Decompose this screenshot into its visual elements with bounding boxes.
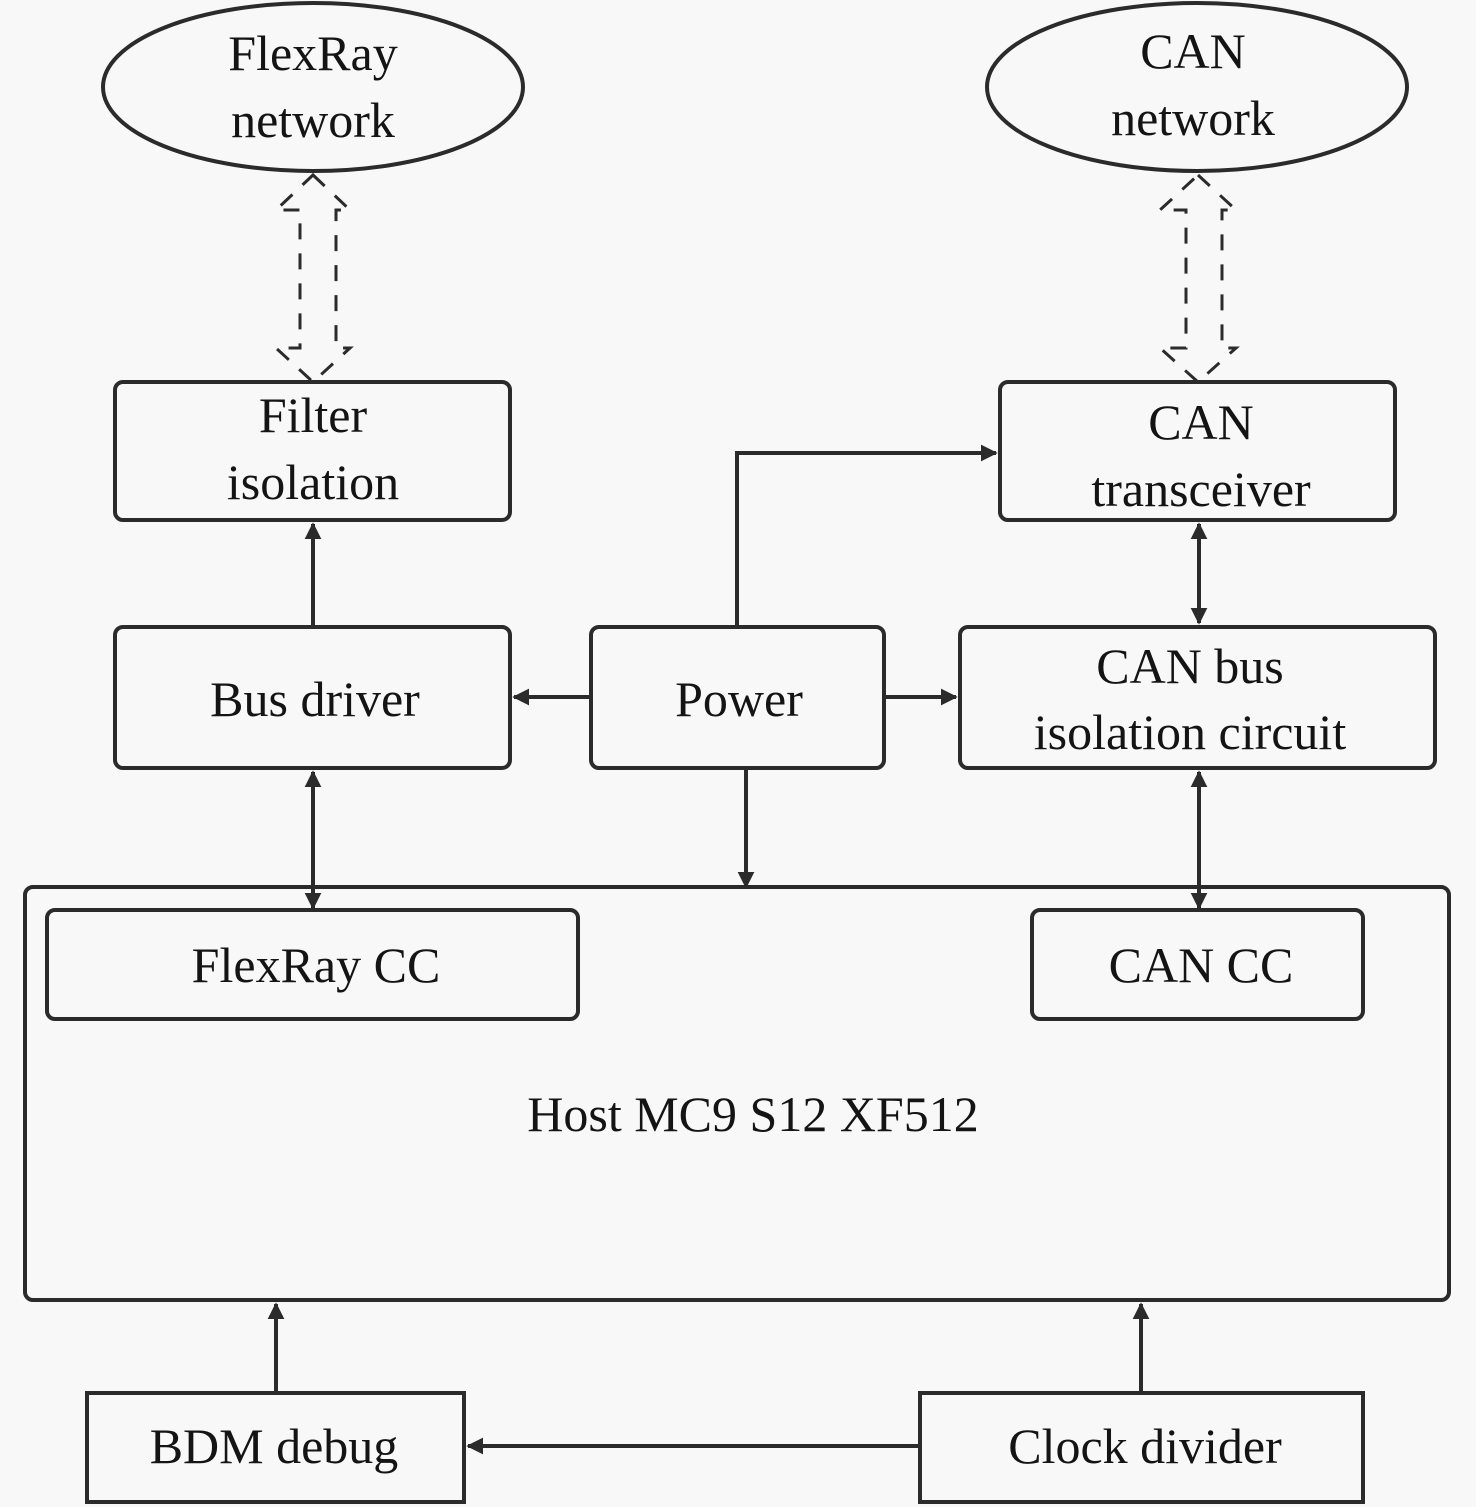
bus-driver-label: Bus driver xyxy=(210,671,420,727)
filter-isolation-label-line1: Filter xyxy=(259,387,368,443)
bus-driver-node: Bus driver xyxy=(113,625,512,770)
edge-power-to-can-transceiver xyxy=(735,444,998,627)
can-bus-isolation-label-line2: isolation circuit xyxy=(1034,704,1347,760)
flexray-cc-label: FlexRay CC xyxy=(192,937,441,993)
can-network-label-line1: CAN xyxy=(1140,23,1246,79)
can-bus-isolation-node: CAN bus isolation circuit xyxy=(958,625,1437,770)
can-transceiver-label-line2: transceiver xyxy=(1091,461,1311,517)
power-node: Power xyxy=(589,625,886,770)
edge-filter-isolation-flexray-network xyxy=(272,172,354,385)
filter-isolation-box xyxy=(113,380,512,522)
flexray-cc-node: FlexRay CC xyxy=(45,908,580,1021)
clock-divider-box xyxy=(918,1391,1365,1504)
can-network-node: CAN network xyxy=(985,1,1409,173)
can-transceiver-node: CAN transceiver xyxy=(998,380,1397,522)
flexray-network-node: FlexRay network xyxy=(101,1,525,173)
flexray-cc-box xyxy=(45,908,580,1021)
filter-isolation-node: Filter isolation xyxy=(113,380,512,522)
edge-can-transceiver-can-network xyxy=(1156,172,1240,385)
bdm-debug-node: BDM debug xyxy=(85,1391,466,1504)
can-cc-box xyxy=(1030,908,1365,1021)
clock-divider-node: Clock divider xyxy=(918,1391,1365,1504)
clock-divider-label: Clock divider xyxy=(1008,1418,1282,1474)
power-label: Power xyxy=(675,671,803,727)
can-network-label-line2: network xyxy=(1111,90,1275,146)
can-bus-isolation-box xyxy=(958,625,1437,770)
host-label: Host MC9 S12 XF512 xyxy=(527,1086,979,1142)
bdm-debug-label: BDM debug xyxy=(150,1418,399,1474)
can-network-ellipse xyxy=(985,1,1409,173)
flexray-network-label-line2: network xyxy=(231,92,395,148)
can-cc-label: CAN CC xyxy=(1109,937,1294,993)
flexray-network-ellipse xyxy=(101,1,525,173)
can-transceiver-box xyxy=(998,380,1397,522)
filter-isolation-label-line2: isolation xyxy=(227,454,399,510)
can-transceiver-label-line1: CAN xyxy=(1148,394,1254,450)
bdm-debug-box xyxy=(85,1391,466,1504)
can-cc-node: CAN CC xyxy=(1030,908,1365,1021)
flexray-network-label-line1: FlexRay xyxy=(228,25,397,81)
can-bus-isolation-label-line1: CAN bus xyxy=(1096,638,1284,694)
